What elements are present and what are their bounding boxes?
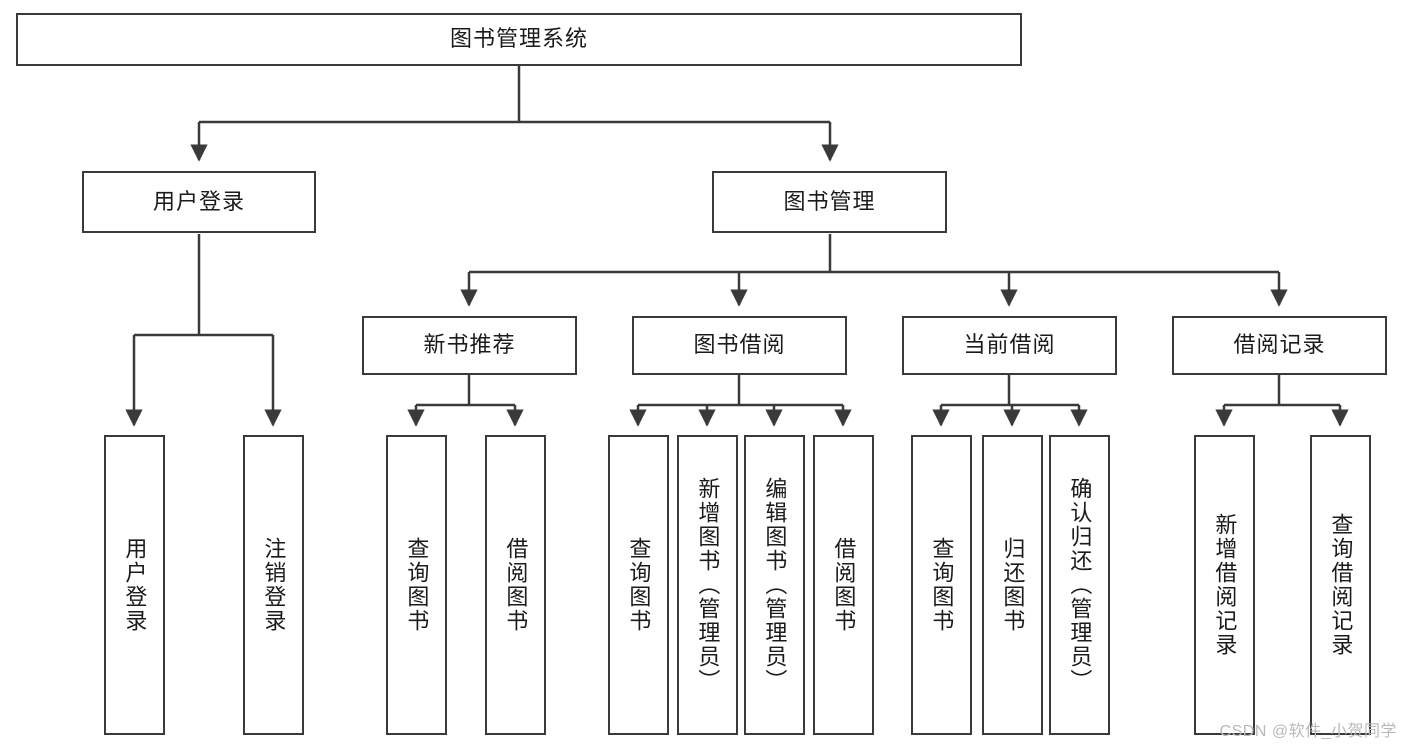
- leaf-borrow-record-add-label: 新增借阅记录: [1212, 513, 1238, 657]
- leaf-borrow-record-query[interactable]: 查询借阅记录: [1310, 435, 1371, 735]
- node-book-management[interactable]: 图书管理: [712, 171, 947, 233]
- node-new-book-recommend[interactable]: 新书推荐: [362, 316, 577, 375]
- node-book-management-label: 图书管理: [783, 188, 876, 214]
- leaf-user-login-signout[interactable]: 注销登录: [243, 435, 304, 735]
- leaf-user-login-signout-label: 注销登录: [261, 537, 287, 633]
- leaf-book-borrow-lend[interactable]: 借阅图书: [813, 435, 874, 735]
- leaf-book-borrow-lend-label: 借阅图书: [831, 537, 857, 633]
- leaf-user-login-signin-label: 用户登录: [122, 537, 148, 633]
- node-root[interactable]: 图书管理系统: [16, 13, 1022, 66]
- node-new-book-recommend-label: 新书推荐: [423, 332, 516, 358]
- leaf-borrow-record-query-label: 查询借阅记录: [1328, 513, 1354, 657]
- node-root-label: 图书管理系统: [449, 26, 588, 52]
- leaf-book-borrow-edit[interactable]: 编辑图书（管理员）: [744, 435, 805, 735]
- leaf-new-books-query[interactable]: 查询图书: [386, 435, 447, 735]
- leaf-current-borrow-query-label: 查询图书: [929, 537, 955, 633]
- node-current-borrow-label: 当前借阅: [963, 332, 1056, 358]
- node-borrow-record-label: 借阅记录: [1233, 332, 1326, 358]
- node-user-login[interactable]: 用户登录: [82, 171, 316, 233]
- node-current-borrow[interactable]: 当前借阅: [902, 316, 1117, 375]
- leaf-new-books-borrow-label: 借阅图书: [503, 537, 529, 633]
- leaf-user-login-signin[interactable]: 用户登录: [104, 435, 165, 735]
- leaf-current-borrow-confirm[interactable]: 确认归还（管理员）: [1049, 435, 1110, 735]
- leaf-book-borrow-edit-label: 编辑图书（管理员）: [762, 477, 788, 693]
- node-book-borrow-label: 图书借阅: [693, 332, 786, 358]
- node-borrow-record[interactable]: 借阅记录: [1172, 316, 1387, 375]
- leaf-current-borrow-return[interactable]: 归还图书: [982, 435, 1043, 735]
- node-user-login-label: 用户登录: [152, 188, 245, 214]
- leaf-current-borrow-return-label: 归还图书: [1000, 537, 1026, 633]
- leaf-new-books-borrow[interactable]: 借阅图书: [485, 435, 546, 735]
- leaf-book-borrow-query[interactable]: 查询图书: [608, 435, 669, 735]
- leaf-book-borrow-query-label: 查询图书: [626, 537, 652, 633]
- node-book-borrow[interactable]: 图书借阅: [632, 316, 847, 375]
- leaf-new-books-query-label: 查询图书: [404, 537, 430, 633]
- leaf-book-borrow-add-label: 新增图书（管理员）: [695, 477, 721, 693]
- watermark: CSDN @软件_小贺同学: [1219, 723, 1397, 740]
- leaf-current-borrow-confirm-label: 确认归还（管理员）: [1067, 477, 1093, 693]
- leaf-book-borrow-add[interactable]: 新增图书（管理员）: [677, 435, 738, 735]
- leaf-borrow-record-add[interactable]: 新增借阅记录: [1194, 435, 1255, 735]
- leaf-current-borrow-query[interactable]: 查询图书: [911, 435, 972, 735]
